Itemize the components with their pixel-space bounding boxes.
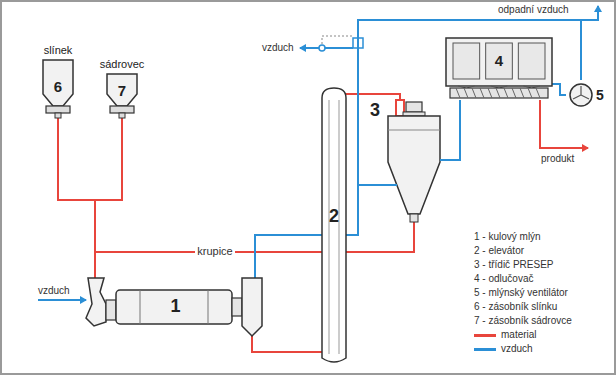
air-valve [319,45,325,51]
legend-text: 2 - elevátor [474,245,524,256]
air-bleed-line [300,47,353,49]
waste-air-label: odpadní vzduch [498,4,569,16]
legend-text: 5 - mlýnský ventilátor [474,287,568,298]
callout-number: 6 [30,78,86,95]
air-line [255,185,370,278]
waste-air-line [581,6,598,20]
legend-text: vzduch [501,343,533,354]
callout-number: 5 [596,87,604,103]
legend-entry: 5 - mlýnský ventilátor [474,286,572,300]
silo-heading: sádrovec [92,58,152,71]
callout-number: 3 [370,100,380,121]
legend-entry: 6 - zásobník slínku [474,300,572,314]
air-label: vzduch [38,285,70,297]
material-line [58,118,95,278]
gypsum-silo: sádrovec 7 [92,58,152,118]
control-line [322,36,353,44]
separator-outline [370,100,446,222]
legend-entry: 1 - kulový mlýn [474,230,572,244]
clinker-silo: slínek 6 [30,44,86,118]
separator: 3 [370,100,446,222]
mill-fan: 5 [566,80,610,110]
legend-text: material [501,329,537,340]
filter: 4 [446,38,552,100]
air-label: vzduch [262,42,294,54]
callout-number: 2 [322,206,346,227]
legend-text: 4 - odlučovač [474,273,533,284]
ball-mill: 1 [80,278,270,336]
air-line [552,84,566,95]
legend: 1 - kulový mlýn 2 - elevátor 3 - třídič PR… [474,230,572,356]
legend-entry: vzduch [474,342,572,356]
elevator-outline [322,88,346,366]
legend-swatch [474,334,496,337]
mill-air-inlet [38,299,86,301]
legend-entry: 7 - zásobník sádrovce [474,314,572,328]
legend-entry: 2 - elevátor [474,244,572,258]
callout-number: 1 [80,296,270,317]
legend-entry: material [474,328,572,342]
legend-text: 7 - zásobník sádrovce [474,315,572,326]
material-line [95,118,122,278]
air-line [446,100,460,160]
legend-text: 6 - zásobník slínku [474,301,557,312]
legend-text: 3 - třídič PRESEP [474,259,553,270]
legend-entry: 3 - třídič PRESEP [474,258,572,272]
legend-text: 1 - kulový mlýn [474,231,541,242]
callout-number: 4 [446,52,552,69]
legend-swatch [474,348,496,351]
silo-heading: slínek [30,44,86,57]
elevator: 2 [322,88,346,366]
product-label: produkt [541,153,574,165]
callout-number: 7 [92,82,152,99]
material-line [252,336,322,352]
edge-label: krupice [195,245,234,258]
product-line [540,100,588,148]
legend-entry: 4 - odlučovač [474,272,572,286]
material-line [346,94,400,100]
